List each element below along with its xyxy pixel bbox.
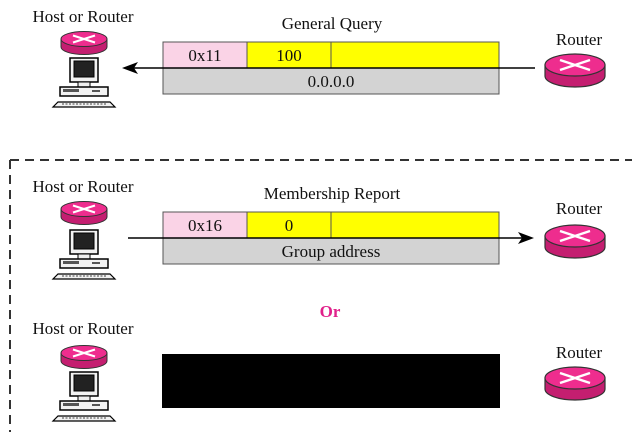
type-field: [162, 41, 248, 69]
response-time-value: 100: [276, 46, 302, 65]
group-address-value: 0.0.0.0: [308, 72, 355, 91]
checksum-field: [330, 41, 500, 69]
membership-report-title: Membership Report: [264, 184, 401, 203]
or-label: Or: [320, 302, 341, 321]
router-label: Router: [556, 30, 603, 49]
checksum-field: [330, 211, 500, 239]
type-value: 0x16: [188, 216, 222, 235]
router-icon: [60, 200, 108, 226]
general-query-title: General Query: [282, 14, 383, 33]
computer-icon: [52, 229, 116, 280]
group-address-field: [162, 67, 500, 95]
max-response-time-field: [246, 41, 332, 69]
group-address-field: [162, 237, 500, 265]
redacted-block: [162, 354, 500, 408]
host-or-router-label: Host or Router: [32, 319, 133, 338]
host-or-router-label: Host or Router: [32, 7, 133, 26]
type-value: 0x11: [188, 46, 221, 65]
left-arrow-head: [122, 62, 138, 74]
membership-report-packet: 0x16 0 Group address: [162, 211, 500, 265]
router-icon: [60, 30, 108, 56]
router-icon: [543, 365, 607, 402]
router-label: Router: [556, 343, 603, 362]
router-label: Router: [556, 199, 603, 218]
router-icon: [543, 223, 607, 260]
computer-icon: [52, 57, 116, 108]
response-time-value: 0: [285, 216, 294, 235]
host-or-router-label: Host or Router: [32, 177, 133, 196]
dashed-separator: [9, 159, 632, 432]
computer-icon: [52, 371, 116, 422]
router-icon: [60, 344, 108, 370]
group-address-value: Group address: [282, 242, 381, 261]
right-arrow-head: [518, 232, 534, 244]
general-query-packet: 0x11 100 0.0.0.0: [162, 41, 500, 95]
router-icon: [543, 52, 607, 89]
type-field: [162, 211, 248, 239]
